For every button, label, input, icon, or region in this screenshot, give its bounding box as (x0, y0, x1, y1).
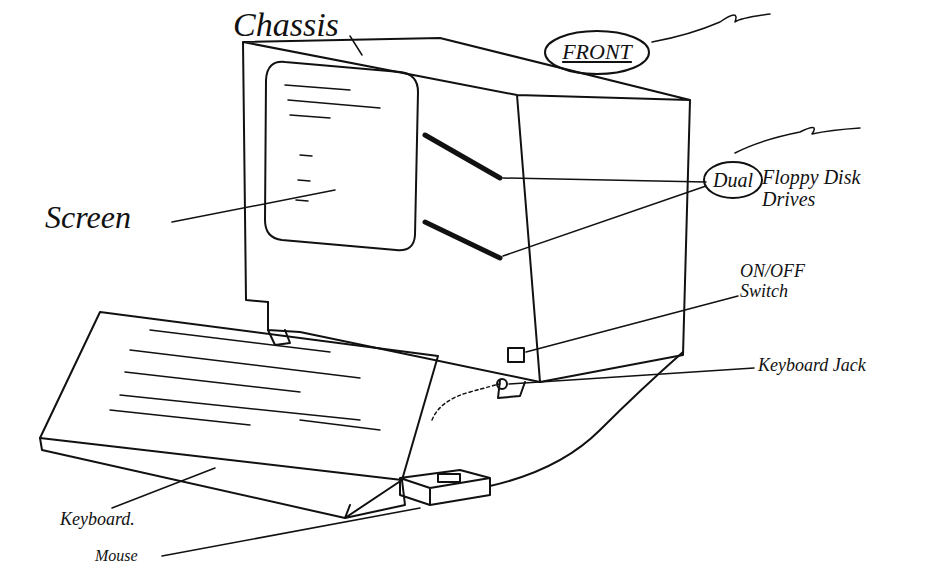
chassis-outline (243, 38, 690, 382)
leader-line (350, 36, 362, 55)
leader-line (112, 468, 215, 508)
part-label: Keyboard. (60, 510, 180, 530)
mouse-button (438, 474, 460, 482)
circled-note: FRONT (544, 30, 650, 75)
leader-line (162, 508, 420, 556)
keyboard-front (40, 438, 402, 518)
note-text: FRONT (562, 40, 632, 64)
part-label: Screen (45, 200, 175, 235)
squiggle-mark (735, 127, 860, 153)
circled-note: Dual (703, 161, 763, 199)
mouse-body (400, 470, 490, 505)
part-label: Chassis (233, 6, 393, 43)
leader-line (509, 368, 754, 384)
part-label: ON/OFF Switch (740, 262, 830, 302)
chassis-base (268, 302, 540, 382)
floppy-slot (425, 222, 500, 258)
part-label: Keyboard Jack (758, 356, 928, 376)
mouse-cord (490, 352, 683, 486)
leader-line (172, 190, 335, 222)
part-label: Mouse (95, 547, 175, 565)
keyboard-top (40, 312, 438, 480)
leader-line (503, 178, 706, 256)
power-switch (508, 348, 524, 362)
note-text: Dual (713, 169, 753, 191)
part-label: Floppy Disk Drives (762, 166, 872, 210)
keyboard-keys (110, 330, 380, 430)
keyboard-cable (432, 384, 500, 420)
leader-line (526, 296, 738, 352)
floppy-slot (425, 135, 500, 178)
screen-outline (265, 62, 418, 250)
screen-lines (285, 85, 380, 201)
squiggle-mark (652, 14, 770, 42)
